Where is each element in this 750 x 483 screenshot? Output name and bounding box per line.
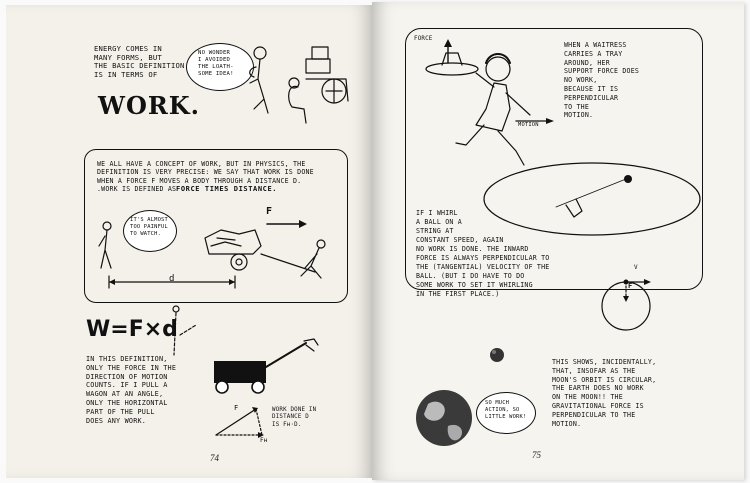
speech-bubble-painful: IT'S ALMOST TOO PAINFUL TO WATCH. <box>123 210 177 252</box>
waitress-text: WHEN A WAITRESS CARRIES A TRAY AROUND, H… <box>564 41 640 120</box>
speech-bubble-wonder: NO WONDER I AVOIDED THE LOATH- SOME IDEA… <box>186 43 254 91</box>
waitress-panel: FORCE WHEN A WAITRESS CARRIES A TRAY ARO… <box>405 28 703 298</box>
velocity-force-diagram <box>601 279 651 331</box>
force-times-distance-label: FORCE TIMES DISTANCE. <box>176 185 278 193</box>
work-title: WORK. <box>98 91 201 120</box>
distance-label-d: d <box>169 274 175 284</box>
force-label-F-right: F <box>628 282 633 290</box>
page-number-right: 75 <box>532 450 541 460</box>
force-distance-panel: WE ALL HAVE A CONCEPT OF WORK, BUT IN PH… <box>84 149 348 303</box>
bubble-painful-text: IT'S ALMOST TOO PAINFUL TO WATCH. <box>130 217 168 237</box>
right-page: FORCE WHEN A WAITRESS CARRIES A TRAY ARO… <box>372 2 744 480</box>
waitress-whirl-illustration <box>425 39 701 236</box>
force-label-F: F <box>266 206 273 217</box>
moon-text: THIS SHOWS, INCIDENTALLY, THAT, INSOFAR … <box>552 358 657 428</box>
work-done-text: WORK DONE IN DISTANCE d IS Fʜ·d. <box>272 407 317 428</box>
motion-label: MOTION <box>518 122 539 128</box>
force-label: FORCE <box>414 36 433 42</box>
vector-Fh-label: Fʜ <box>260 437 268 444</box>
earth-illustration <box>416 390 472 446</box>
speech-bubble-action: SO MUCH ACTION, SO LITTLE WORK! <box>476 392 536 434</box>
vector-F-label: F <box>234 404 239 412</box>
page-number-left: 74 <box>210 453 219 463</box>
velocity-label: V <box>634 264 638 271</box>
bubble-action-text: SO MUCH ACTION, SO LITTLE WORK! <box>485 400 527 420</box>
whirl-text: IF I WHIRL A BALL ON A STRING AT CONSTAN… <box>416 209 550 298</box>
panel-definition-text: WE ALL HAVE A CONCEPT OF WORK, BUT IN PH… <box>97 160 314 194</box>
cart-push-illustration <box>98 220 326 289</box>
left-page: ENERGY COMES IN MANY FORMS, BUT THE BASI… <box>6 5 372 478</box>
definition-text: IN THIS DEFINITION, ONLY THE FORCE IN TH… <box>86 355 177 425</box>
work-formula: W=F×d <box>86 317 178 342</box>
wagon-vector-illustration <box>214 338 319 438</box>
bubble-wonder-text: NO WONDER I AVOIDED THE LOATH- SOME IDEA… <box>198 50 234 77</box>
moon-illustration <box>490 348 504 362</box>
pulling-figure-illustration <box>172 305 197 356</box>
intro-text: ENERGY COMES IN MANY FORMS, BUT THE BASI… <box>94 44 185 79</box>
woman-and-mover-illustration <box>249 46 349 124</box>
